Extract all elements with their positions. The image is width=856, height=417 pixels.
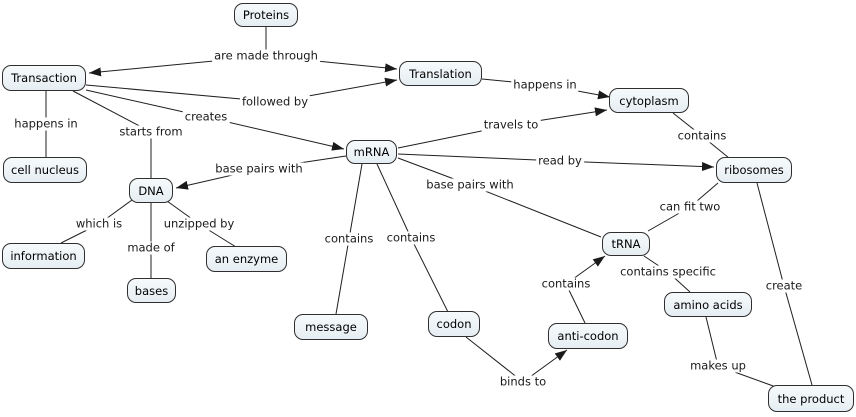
node-bases[interactable]: bases <box>127 278 176 303</box>
node-dna[interactable]: DNA <box>129 178 173 203</box>
link-label-makes-up[interactable]: makes up <box>688 358 748 373</box>
connector-line-create-0 <box>756 182 785 287</box>
link-label-creates[interactable]: creates <box>182 109 230 124</box>
connector-line-read-by-0 <box>397 153 561 162</box>
node-cell-nucleus[interactable]: cell nucleus <box>3 157 87 183</box>
connector-line-contains-message-1 <box>335 238 350 315</box>
link-label-which-is[interactable]: which is <box>73 216 125 231</box>
link-label-create[interactable]: create <box>763 278 805 293</box>
node-information[interactable]: information <box>2 243 85 269</box>
link-label-followed-by[interactable]: followed by <box>239 94 311 109</box>
connector-line-create-1 <box>783 285 813 386</box>
link-label-contains-specific[interactable]: contains specific <box>618 264 718 279</box>
link-label-unzipped-by[interactable]: unzipped by <box>161 216 237 231</box>
link-label-contains-codon[interactable]: contains <box>384 230 438 245</box>
connector-line-contains-codon-1 <box>410 237 449 313</box>
node-mrna[interactable]: mRNA <box>346 140 397 164</box>
link-label-base-pairs-with-dna[interactable]: base pairs with <box>213 161 305 176</box>
connector-line-makes-up-0 <box>705 316 719 367</box>
node-proteins[interactable]: Proteins <box>234 3 298 27</box>
connector-line-binds-to-0 <box>465 336 524 383</box>
link-label-binds-to[interactable]: binds to <box>497 374 549 389</box>
node-ribosomes[interactable]: ribosomes <box>716 157 792 183</box>
link-label-travels-to[interactable]: travels to <box>481 117 541 132</box>
link-label-contains-ribosomes[interactable]: contains <box>675 128 729 143</box>
connector-line-base-pairs-with-trna-1 <box>469 184 602 238</box>
node-the-product[interactable]: the product <box>768 385 854 412</box>
link-label-happens-in-nucleus[interactable]: happens in <box>12 116 80 131</box>
connector-line-contains-message-0 <box>348 163 363 240</box>
link-label-read-by[interactable]: read by <box>536 153 584 168</box>
node-translation[interactable]: Translation <box>399 61 482 86</box>
link-label-base-pairs-with-trna[interactable]: base pairs with <box>424 177 516 192</box>
node-codon[interactable]: codon <box>428 311 480 337</box>
link-label-can-fit-two[interactable]: can fit two <box>657 199 723 214</box>
connector-line-contains-trna-0 <box>565 283 586 324</box>
node-an-enzyme[interactable]: an enzyme <box>206 246 287 272</box>
connector-line-contains-codon-0 <box>376 163 412 239</box>
node-message[interactable]: message <box>294 314 368 340</box>
node-trna[interactable]: tRNA <box>602 232 650 256</box>
connector-line-starts-from-0 <box>72 90 152 133</box>
connector-line-read-by-1 <box>559 160 715 172</box>
link-label-made-of[interactable]: made of <box>125 240 177 255</box>
link-label-starts-from[interactable]: starts from <box>117 124 185 139</box>
node-anti-codon[interactable]: anti-codon <box>548 323 628 349</box>
node-transaction[interactable]: Transaction <box>2 65 86 91</box>
link-label-are-made-through[interactable]: are made through <box>212 48 320 63</box>
node-cytoplasm[interactable]: cytoplasm <box>609 88 689 113</box>
link-label-contains-trna[interactable]: contains <box>539 276 593 291</box>
link-label-happens-in-cytoplasm[interactable]: happens in <box>511 77 579 92</box>
link-label-contains-message[interactable]: contains <box>322 231 376 246</box>
node-amino-acids[interactable]: amino acids <box>664 292 752 317</box>
